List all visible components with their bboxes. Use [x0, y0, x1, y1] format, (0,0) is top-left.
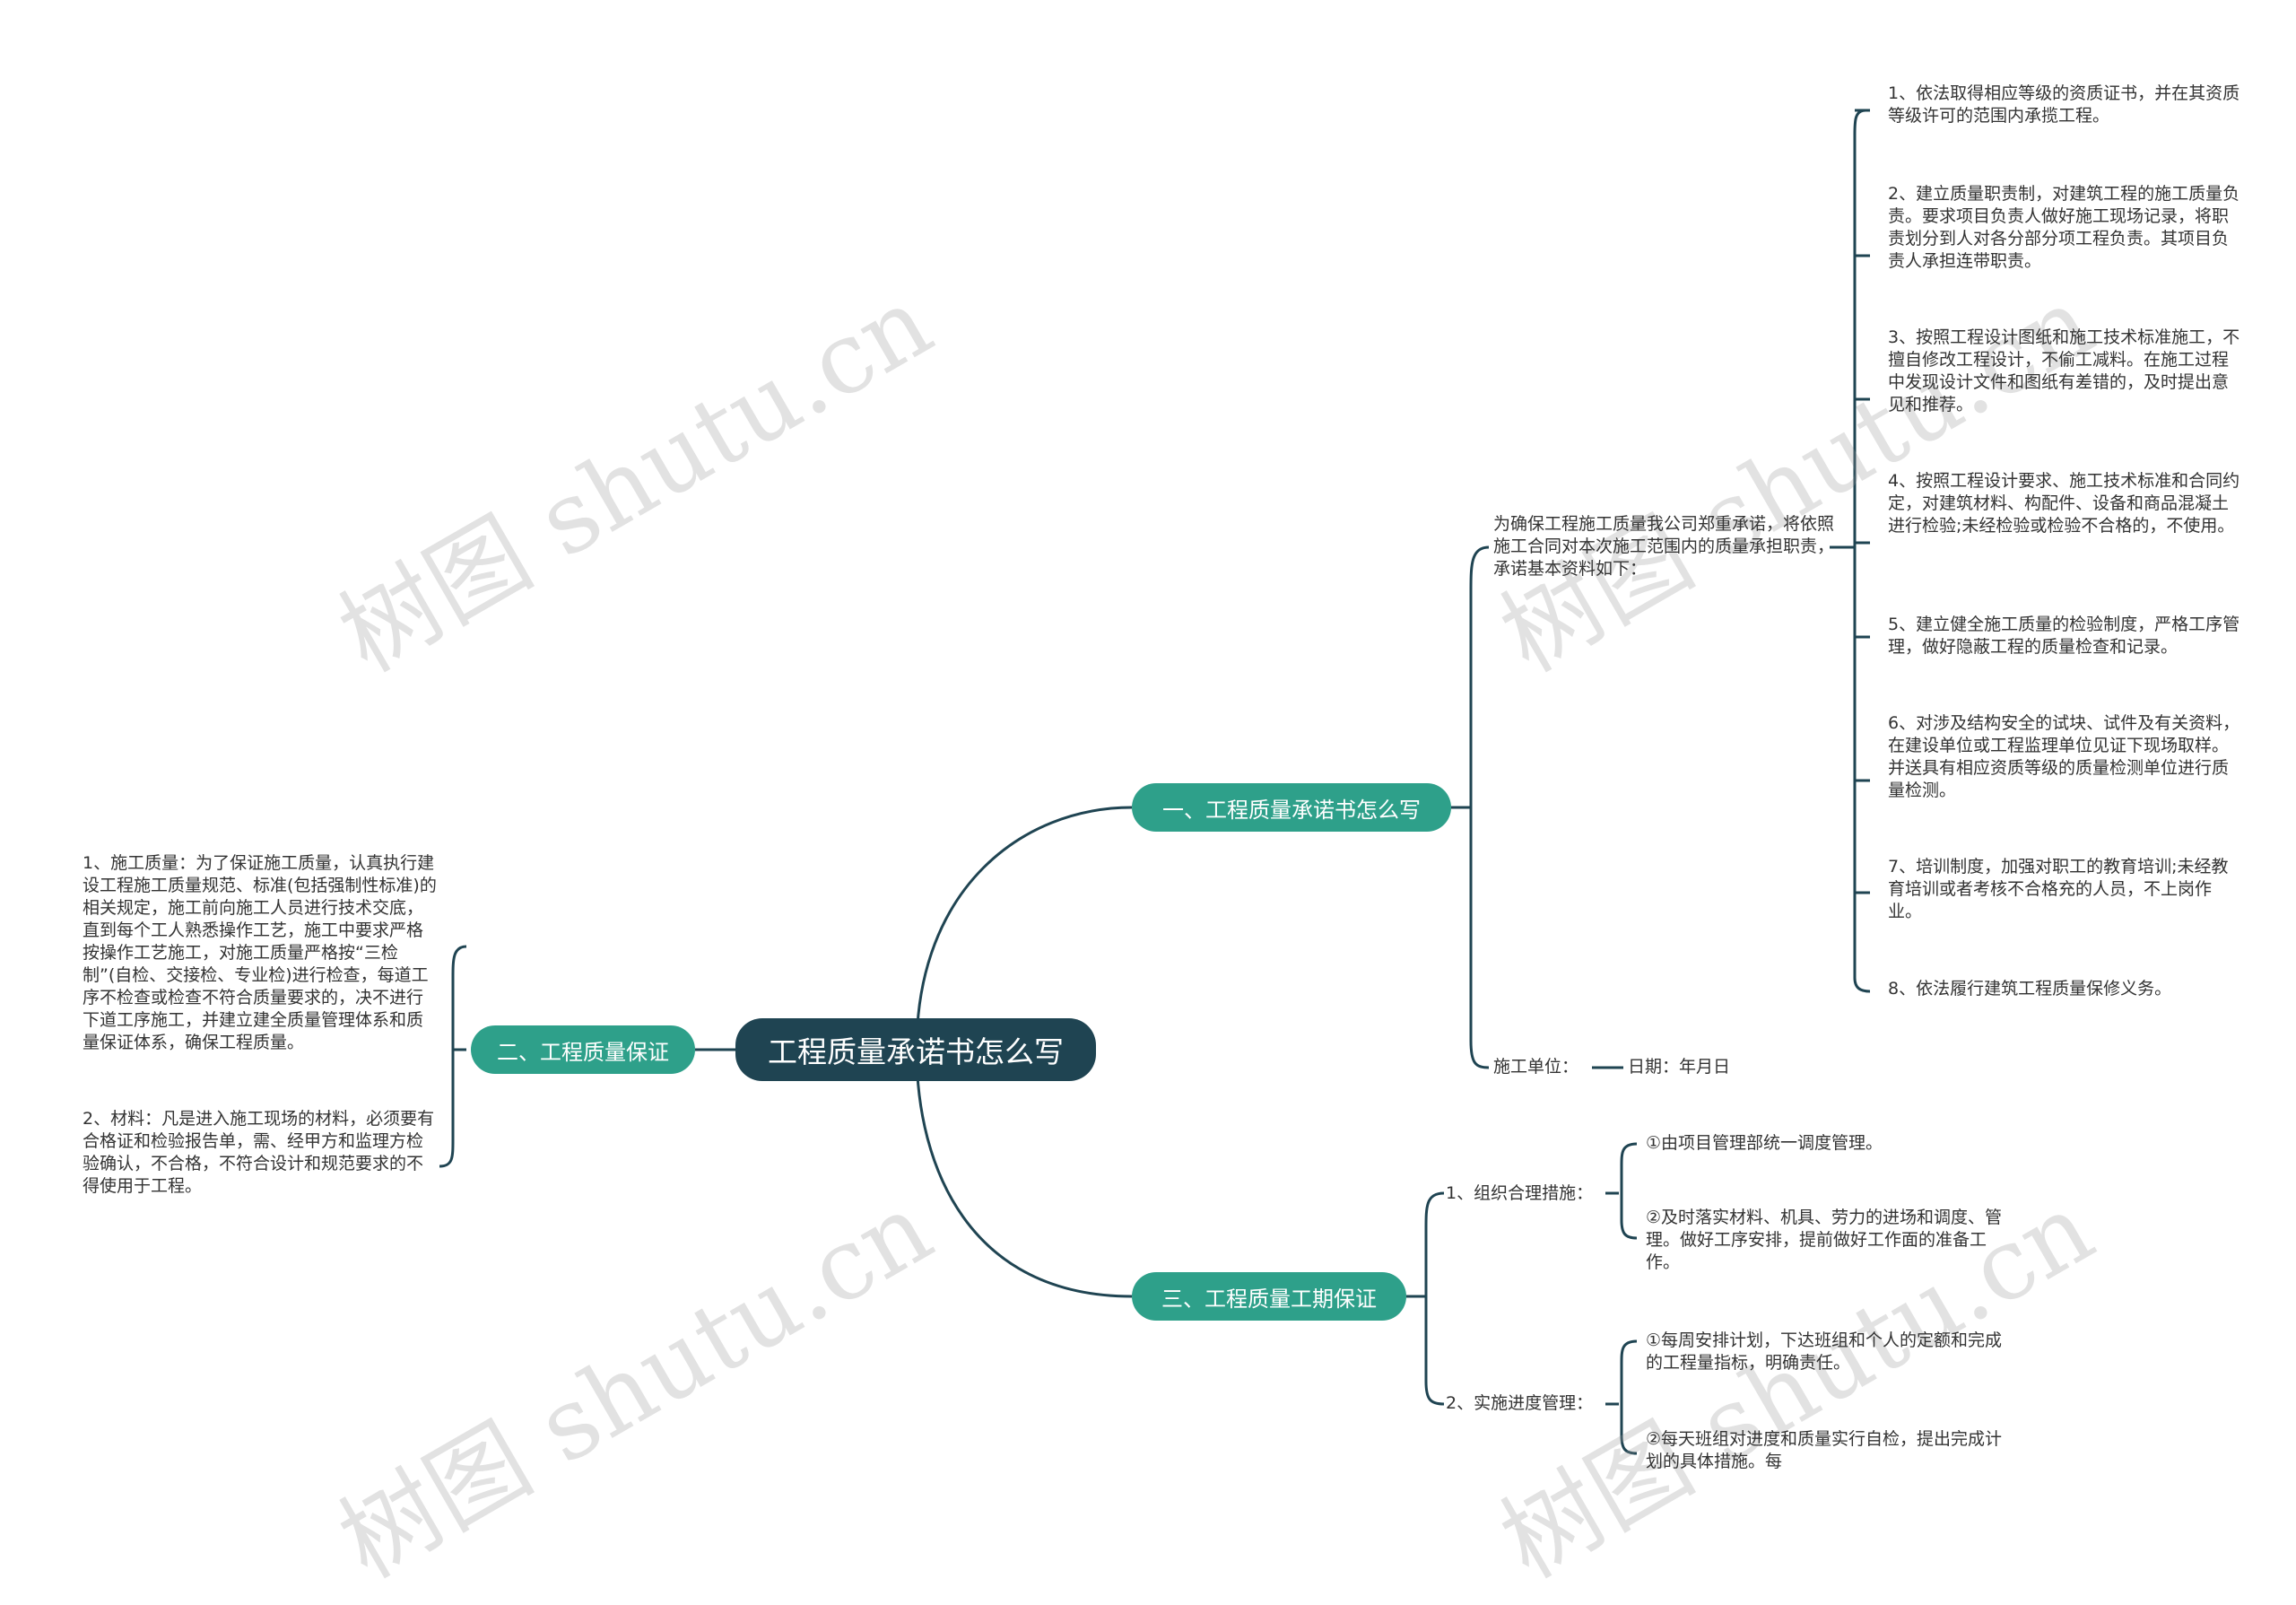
commitment-item: 7、培训制度，加强对职工的教育培训;未经教育培训或者考核不合格充的人员，不上岗作… [1888, 857, 2229, 921]
commitment-intro: 为确保工程施工质量我公司郑重承诺，将依照施工合同对本次施工范围内的质量承担职责，… [1493, 514, 1835, 579]
schedule-item: ①每周安排计划，下达班组和个人的定额和完成的工程量指标，明确责任。 [1646, 1330, 2003, 1373]
branch-commitment[interactable]: 一、工程质量承诺书怎么写 [1132, 783, 1451, 832]
central-topic[interactable]: 工程质量承诺书怎么写 [735, 1018, 1096, 1081]
commitment-item: 8、依法履行建筑工程质量保修义务。 [1888, 979, 2172, 999]
connector-lines [439, 109, 1871, 1455]
schedule-item: ②及时落实材料、机具、劳力的进场和调度、管理。做好工序安排，提前做好工作面的准备… [1646, 1208, 2003, 1272]
commitment-item: 2、建立质量职责制，对建筑工程的施工质量负责。要求项目负责人做好施工现场记录，将… [1888, 184, 2240, 271]
branch-schedule-guarantee-label: 三、工程质量工期保证 [1161, 1286, 1377, 1312]
construction-unit-label: 施工单位： [1493, 1057, 1579, 1077]
central-topic-label: 工程质量承诺书怎么写 [768, 1034, 1064, 1069]
commitment-item: 3、按照工程设计图纸和施工技术标准施工，不擅自修改工程设计，不偷工减料。在施工过… [1888, 327, 2240, 414]
schedule-group-label: 1、组织合理措施： [1446, 1183, 1594, 1203]
branch-quality-guarantee-label: 二、工程质量保证 [497, 1039, 669, 1065]
commitment-item: 5、建立健全施工质量的检验制度，严格工序管理，做好隐蔽工程的质量检查和记录。 [1888, 615, 2240, 657]
commitment-item: 6、对涉及结构安全的试块、试件及有关资料，在建设单位或工程监理单位见证下现场取样… [1888, 713, 2240, 800]
schedule-item: ①由项目管理部统一调度管理。 [1646, 1133, 1883, 1153]
commitment-item: 4、按照工程设计要求、施工技术标准和合同约定，对建筑材料、构配件、设备和商品混凝… [1888, 471, 2240, 536]
commitment-item: 1、依法取得相应等级的资质证书，并在其资质等级许可的范围内承揽工程。 [1888, 83, 2240, 126]
quality-item: 1、施工质量：为了保证施工质量，认真执行建设工程施工质量规范、标准(包括强制性标… [83, 853, 437, 1052]
quality-item: 2、材料：凡是进入施工现场的材料，必须要有合格证和检验报告单，需、经甲方和监理方… [83, 1109, 435, 1196]
branch-schedule-guarantee[interactable]: 三、工程质量工期保证 [1132, 1272, 1406, 1321]
schedule-group-label: 2、实施进度管理： [1446, 1393, 1594, 1413]
branch-quality-guarantee[interactable]: 二、工程质量保证 [471, 1025, 695, 1074]
schedule-item: ②每天班组对进度和质量实行自检，提出完成计划的具体措施。每 [1646, 1429, 2003, 1471]
branch-commitment-label: 一、工程质量承诺书怎么写 [1162, 797, 1421, 823]
date-label: 日期：年月日 [1628, 1057, 1731, 1077]
